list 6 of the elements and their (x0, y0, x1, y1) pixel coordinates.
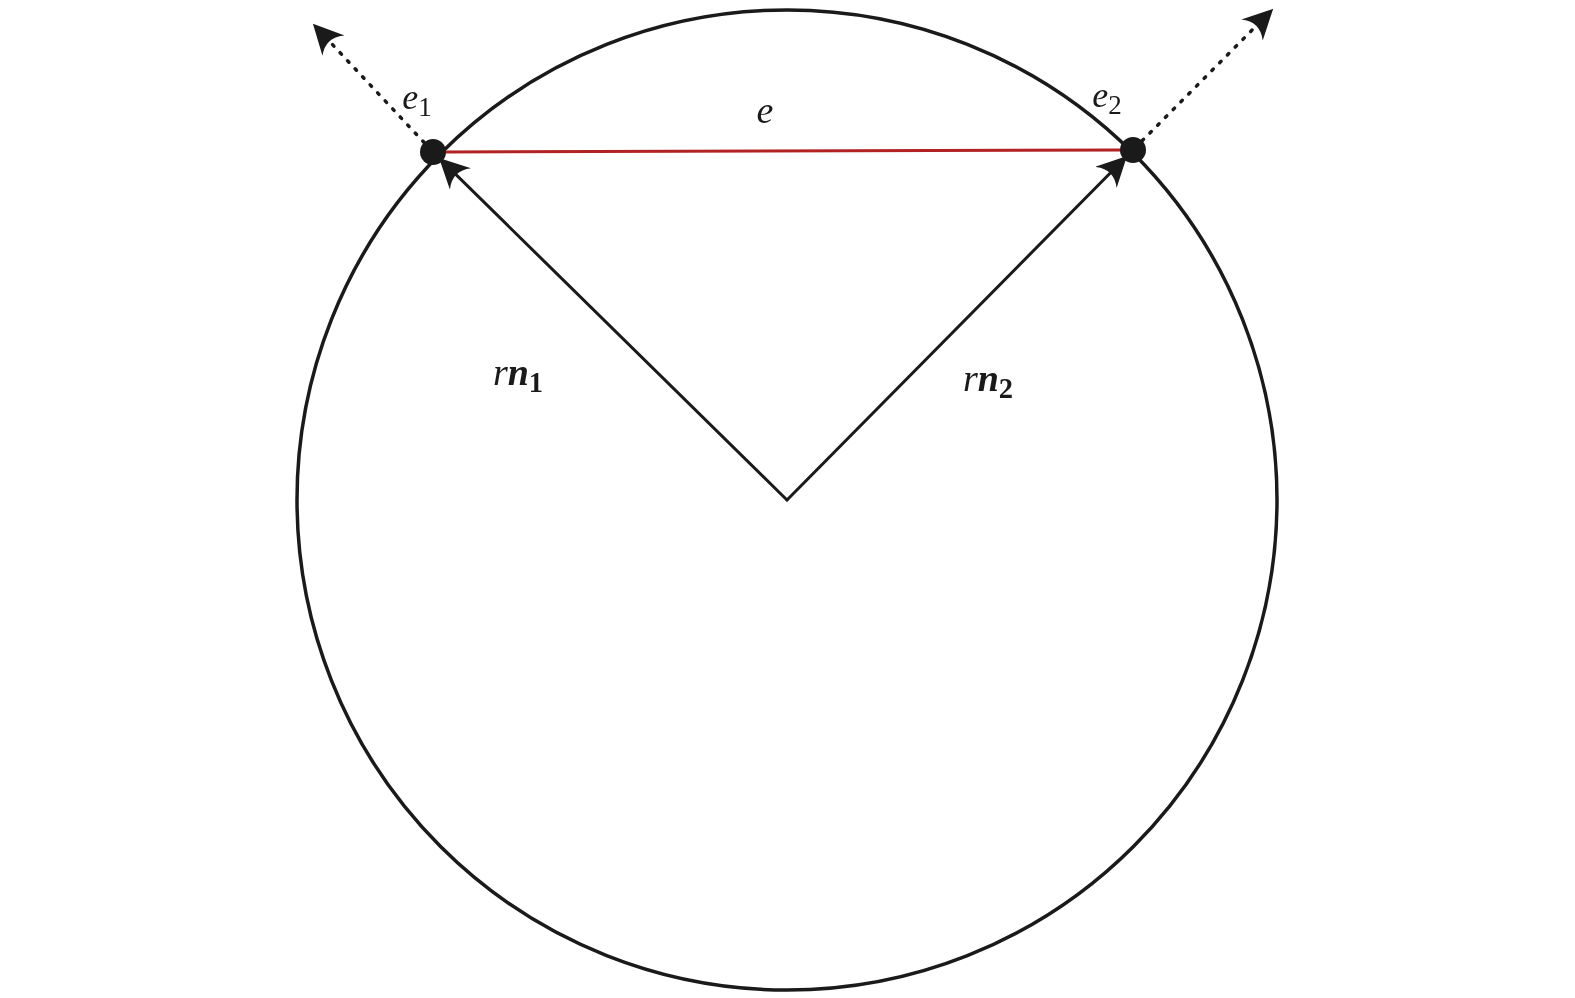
vector-label: rn$_{2}$ (962, 359, 1014, 397)
chord-line (444, 148, 1122, 154)
point-label: e$_{1}$ (402, 79, 432, 115)
vector-label: e (756, 91, 774, 129)
point-label: e$_{2}$ (1092, 77, 1122, 113)
vector-label: rn$_{1}$ (492, 353, 544, 391)
